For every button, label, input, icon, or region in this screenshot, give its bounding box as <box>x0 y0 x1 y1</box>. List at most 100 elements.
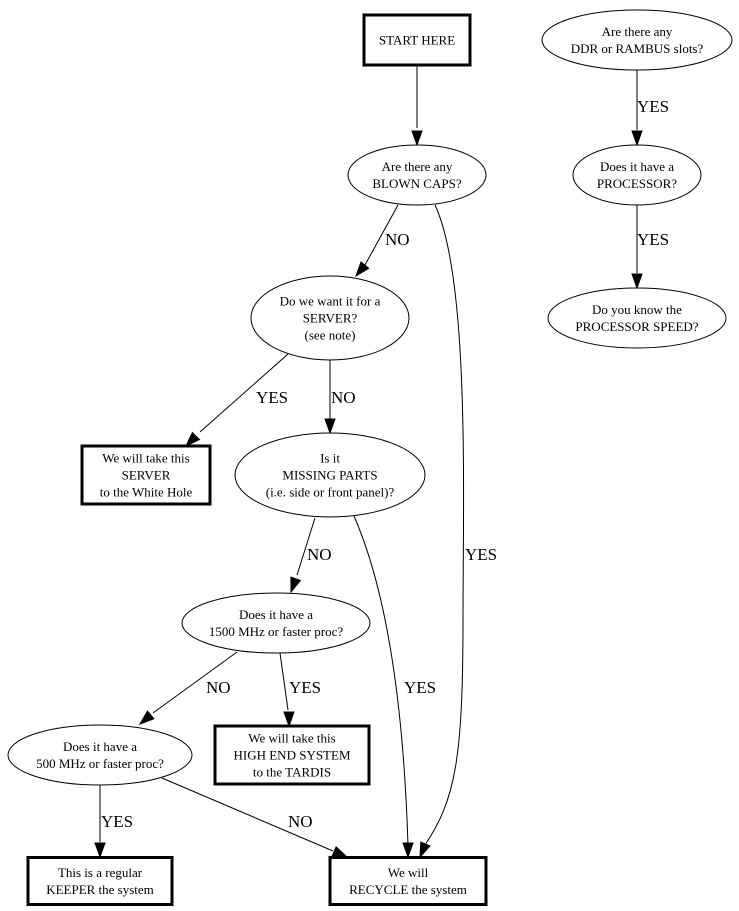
node-text-line: PROCESSOR SPEED? <box>575 319 698 334</box>
edge-missing_parts-to-proc_1500 <box>290 517 316 594</box>
edge-ddr_slots-to-has_processor <box>631 70 643 147</box>
node-text-line: Do you know the <box>592 302 682 317</box>
arrowhead-icon <box>331 846 349 858</box>
node-server[interactable]: Do we want it for a SERVER? (see note) <box>250 275 410 361</box>
edge-proc_500-to-keeper <box>94 785 106 859</box>
arrowhead-icon <box>138 710 155 725</box>
node-text-line: KEEPER the system <box>46 882 154 897</box>
edge-line <box>161 777 334 852</box>
node-text-line: Are there any <box>602 24 673 39</box>
node-ellipse <box>572 144 702 206</box>
node-box <box>26 856 174 906</box>
arrowhead-icon <box>631 273 643 290</box>
edge-line <box>279 652 289 711</box>
node-text-line: This is a regular <box>58 865 143 880</box>
edge-start-to-blown_caps <box>411 65 423 147</box>
edge-has_processor-to-know_speed <box>631 205 643 290</box>
node-text-line: Do we want it for a <box>280 294 381 309</box>
edge-proc_1500-to-high_end <box>279 652 295 728</box>
node-ellipse <box>7 724 193 786</box>
arrowhead-icon <box>411 130 423 147</box>
edge-label: YES <box>637 230 669 249</box>
edge-label: YES <box>256 388 288 407</box>
edge-line <box>199 353 289 433</box>
node-box <box>328 856 488 906</box>
edge-proc_1500-to-proc_500 <box>138 651 238 725</box>
node-proc-1500[interactable]: Does it have a 1500 MHz or faster proc? <box>181 592 371 654</box>
arrowhead-icon <box>631 130 643 147</box>
node-text-line: Are there any <box>382 159 453 174</box>
edge-label: NO <box>307 545 332 564</box>
arrowhead-icon <box>94 842 106 859</box>
arrowhead-icon <box>355 261 370 278</box>
arrowhead-icon <box>290 576 302 594</box>
arrowhead-icon <box>402 842 414 859</box>
node-missing-parts[interactable]: Is it MISSING PARTS (i.e. side or front pa… <box>234 432 426 518</box>
edge-proc_500-to-recycle <box>161 777 349 858</box>
edge-label: NO <box>206 678 231 697</box>
node-start[interactable]: START HERE <box>362 13 472 67</box>
node-text-line: MISSING PARTS <box>282 468 377 483</box>
node-text-line: PROCESSOR? <box>597 176 677 191</box>
node-text-line: HIGH END SYSTEM <box>234 748 351 763</box>
node-text-line: BLOWN CAPS? <box>372 176 461 191</box>
node-box <box>362 13 472 67</box>
edge-line <box>152 651 238 714</box>
node-ellipse <box>234 432 426 518</box>
node-text-line: RECYCLE the system <box>349 882 467 897</box>
node-ellipse <box>541 9 733 71</box>
arrowhead-icon <box>324 418 336 435</box>
arrowhead-icon <box>419 841 431 859</box>
edge-line <box>353 515 409 846</box>
edge-label: YES <box>404 678 436 697</box>
edge-label: YES <box>101 812 133 831</box>
node-text-line: Does it have a <box>239 607 313 622</box>
node-text-line: 1500 MHz or faster proc? <box>209 624 344 639</box>
edge-label: YES <box>289 678 321 697</box>
node-ellipse <box>250 275 410 361</box>
node-text-line: SERVER? <box>303 311 358 326</box>
node-text-line: (see note) <box>305 328 356 343</box>
node-text-line: 500 MHz or faster proc? <box>36 756 164 771</box>
arrowhead-icon <box>283 711 295 728</box>
edge-line <box>424 204 465 846</box>
node-text-line: START HERE <box>379 33 455 48</box>
node-text-line: Does it have a <box>600 159 674 174</box>
edge-server-to-take_server <box>184 353 289 448</box>
node-text-line: We will <box>388 865 429 880</box>
edge-missing_parts-to-recycle <box>353 515 414 859</box>
node-text-line: Does it have a <box>63 739 137 754</box>
edge-label: NO <box>331 388 356 407</box>
edge-label: NO <box>288 812 313 831</box>
node-ellipse <box>347 144 487 206</box>
node-text-line: We will take this <box>102 451 189 466</box>
node-has-processor[interactable]: Does it have a PROCESSOR? <box>572 144 702 206</box>
edge-blown_caps-to-recycle <box>419 204 465 859</box>
node-text-line: We will take this <box>248 731 335 746</box>
node-text-line: to the White Hole <box>100 485 193 500</box>
edge-label: YES <box>465 545 497 564</box>
edge-label: NO <box>385 230 410 249</box>
node-ellipse <box>547 287 727 349</box>
node-ellipse <box>181 592 371 654</box>
node-proc-500[interactable]: Does it have a 500 MHz or faster proc? <box>7 724 193 786</box>
edge-server-to-missing_parts <box>324 360 336 435</box>
node-box <box>80 444 212 506</box>
edge-label: YES <box>637 97 669 116</box>
node-text-line: (i.e. side or front panel)? <box>266 485 395 500</box>
node-text-line: Is it <box>320 451 340 466</box>
arrowhead-icon <box>184 431 201 448</box>
node-text-line: DDR or RAMBUS slots? <box>571 41 704 56</box>
edge-blown_caps-to-server <box>355 204 399 278</box>
edge-line <box>364 204 399 266</box>
node-text-line: to the TARDIS <box>253 765 331 780</box>
node-text-line: SERVER <box>122 468 171 483</box>
